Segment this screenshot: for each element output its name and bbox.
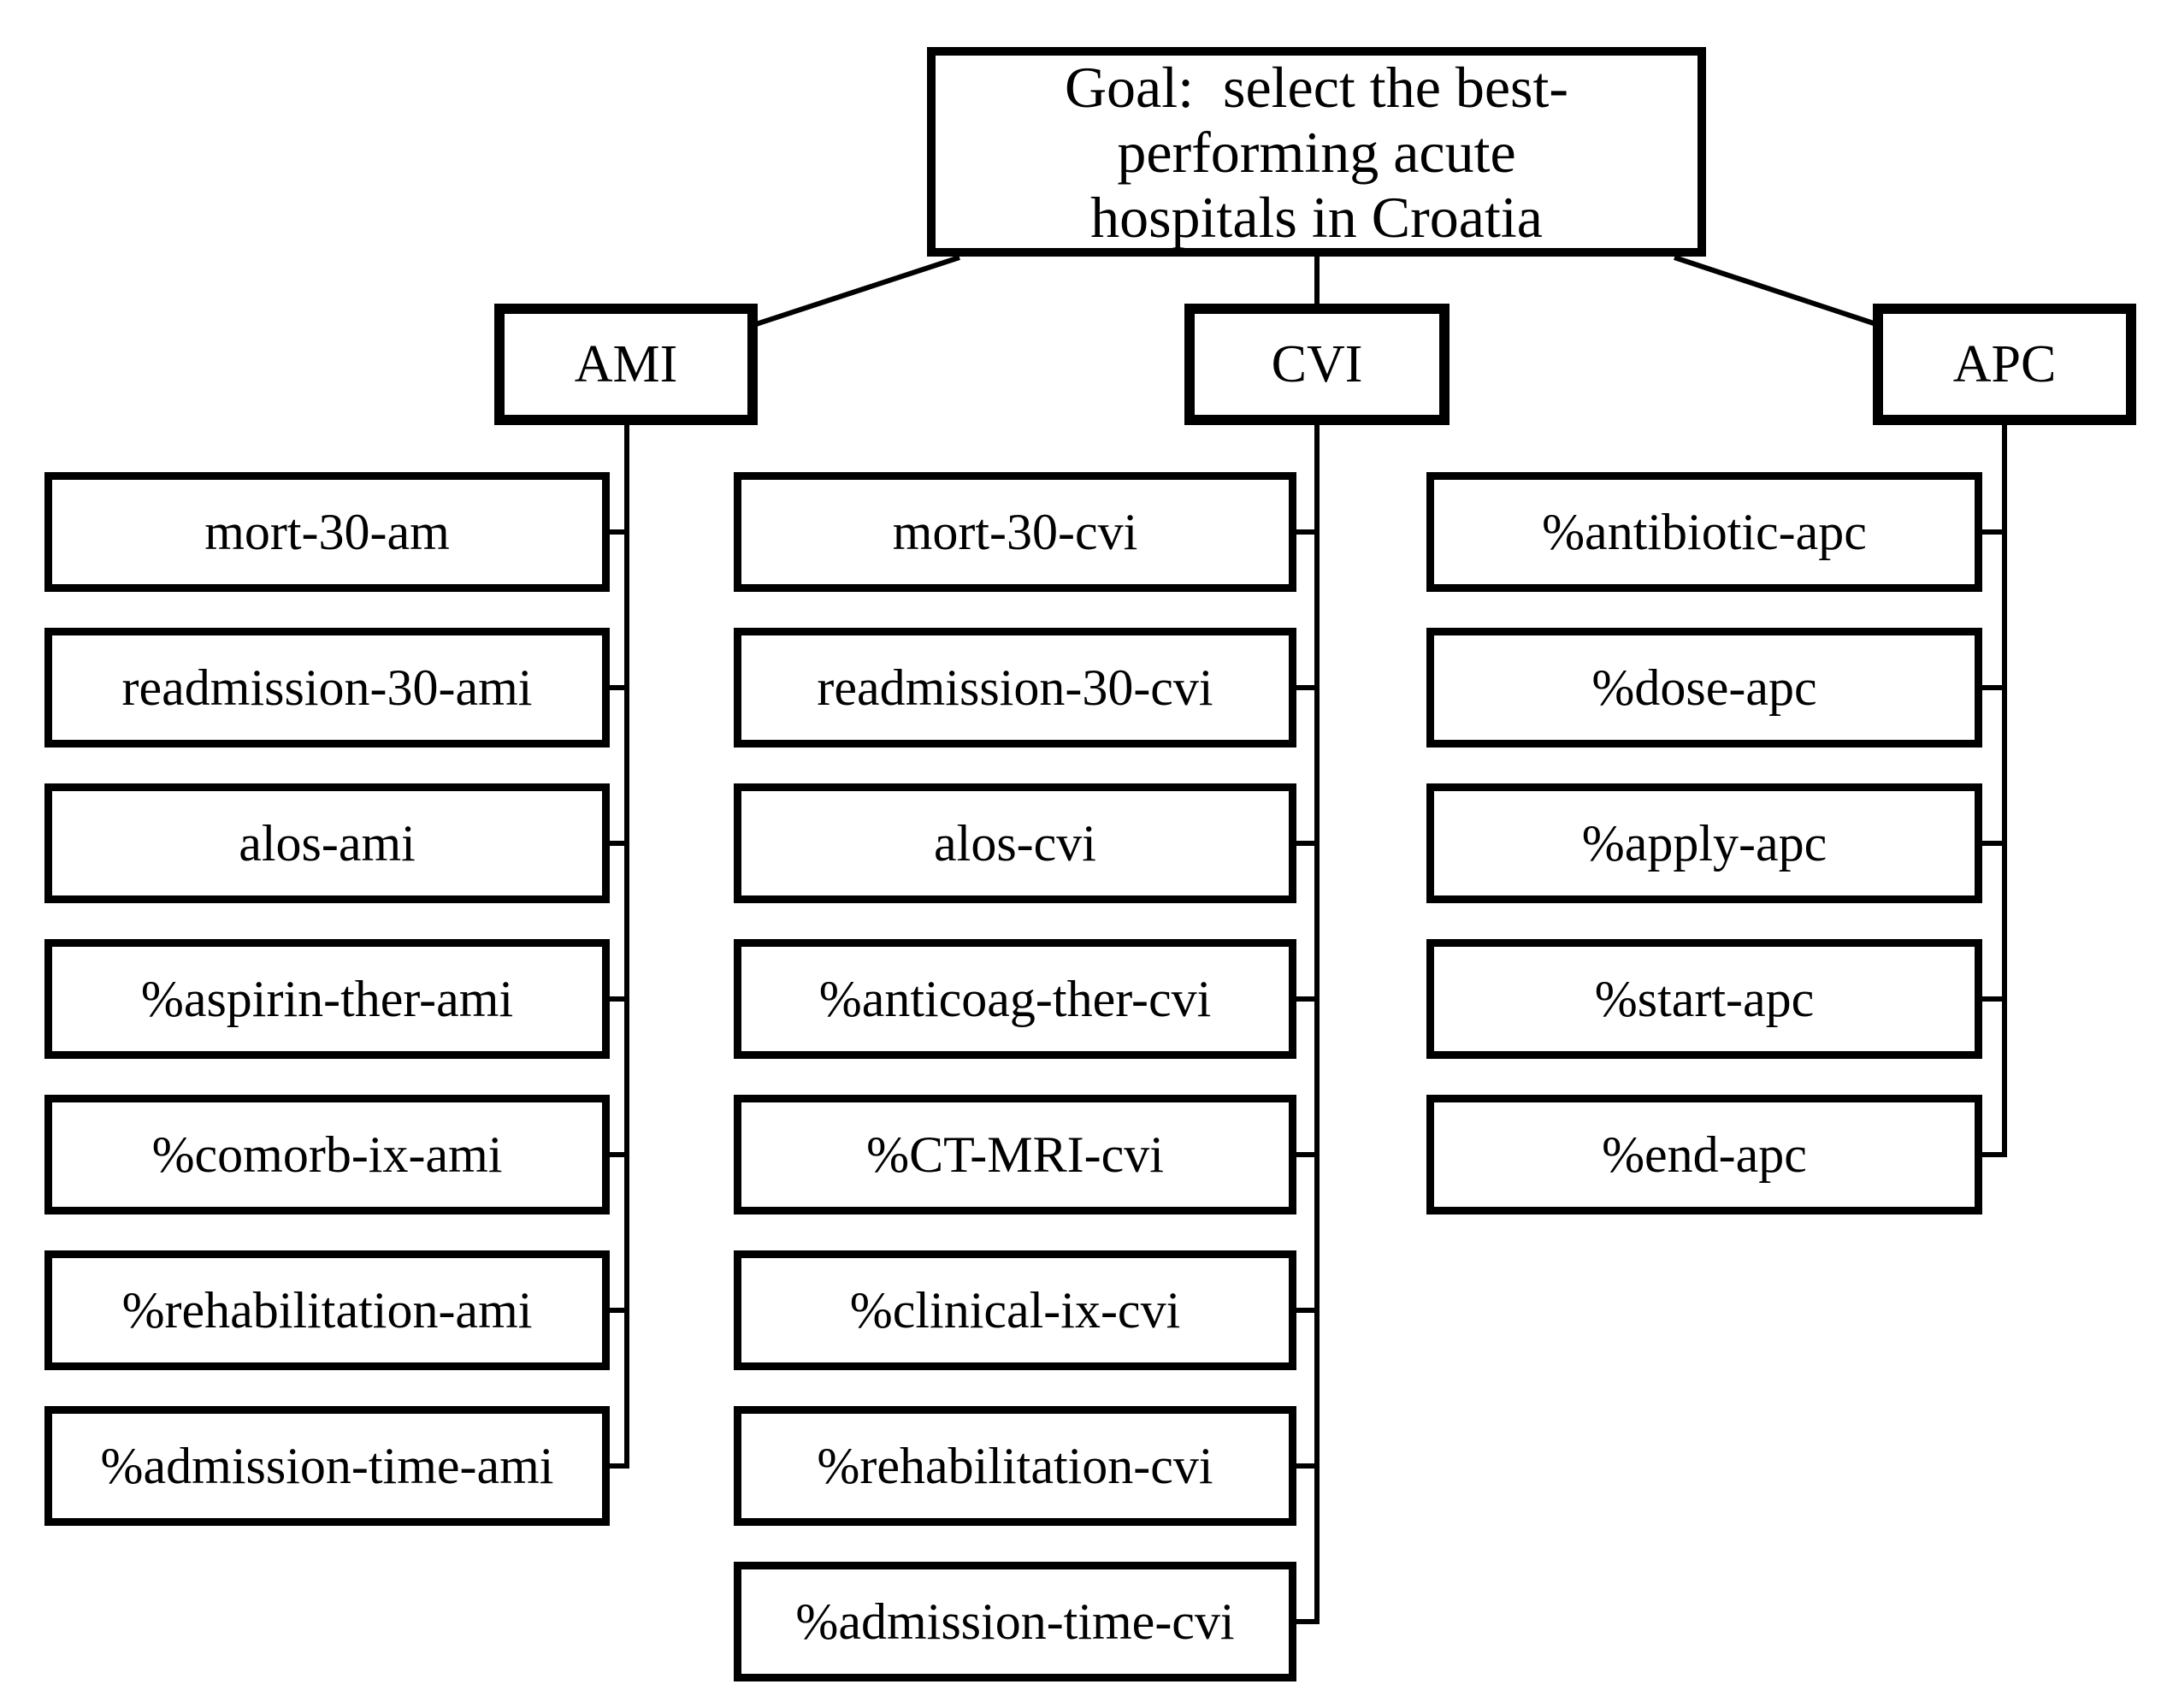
connector-goal-apc bbox=[1674, 255, 1877, 327]
goal-line-2: performing acute bbox=[1117, 119, 1516, 185]
subcriterion-cvi-node: mort-30-cvi bbox=[734, 472, 1296, 592]
subcriterion-apc-node: %apply-apc bbox=[1426, 783, 1982, 903]
subcriterion-cvi-node: %clinical-ix-cvi bbox=[734, 1250, 1296, 1370]
subcriterion-cvi-node: %rehabilitation-cvi bbox=[734, 1406, 1296, 1526]
subcriterion-apc-node: %start-apc bbox=[1426, 939, 1982, 1059]
criterion-ami-node: AMI bbox=[494, 304, 758, 425]
subcriterion-cvi-node: %admission-time-cvi bbox=[734, 1562, 1296, 1681]
subcriterion-ami-node: readmission-30-ami bbox=[44, 628, 610, 748]
criterion-cvi-node: CVI bbox=[1184, 304, 1450, 425]
subcriterion-ami-node: %admission-time-ami bbox=[44, 1406, 610, 1526]
subcriterion-cvi-node: %anticoag-ther-cvi bbox=[734, 939, 1296, 1059]
subcriterion-cvi-node: alos-cvi bbox=[734, 783, 1296, 903]
subcriterion-apc-node: %dose-apc bbox=[1426, 628, 1982, 748]
subcriterion-cvi-node: readmission-30-cvi bbox=[734, 628, 1296, 748]
criterion-apc-node: APC bbox=[1873, 304, 2136, 425]
subcriterion-ami-node: mort-30-am bbox=[44, 472, 610, 592]
connector-goal-ami bbox=[755, 255, 960, 327]
subcriterion-apc-node: %antibiotic-apc bbox=[1426, 472, 1982, 592]
goal-line-3: hospitals in Croatia bbox=[1090, 184, 1543, 250]
subcriterion-ami-node: %aspirin-ther-ami bbox=[44, 939, 610, 1059]
subcriterion-ami-node: alos-ami bbox=[44, 783, 610, 903]
subcriterion-ami-node: %rehabilitation-ami bbox=[44, 1250, 610, 1370]
goal-line-1: Goal: select the best- bbox=[1064, 54, 1569, 120]
subcriterion-cvi-node: %CT-MRI-cvi bbox=[734, 1095, 1296, 1215]
subcriterion-ami-node: %comorb-ix-ami bbox=[44, 1095, 610, 1215]
goal-node: Goal: select the best- performing acute … bbox=[927, 47, 1706, 257]
subcriterion-apc-node: %end-apc bbox=[1426, 1095, 1982, 1215]
